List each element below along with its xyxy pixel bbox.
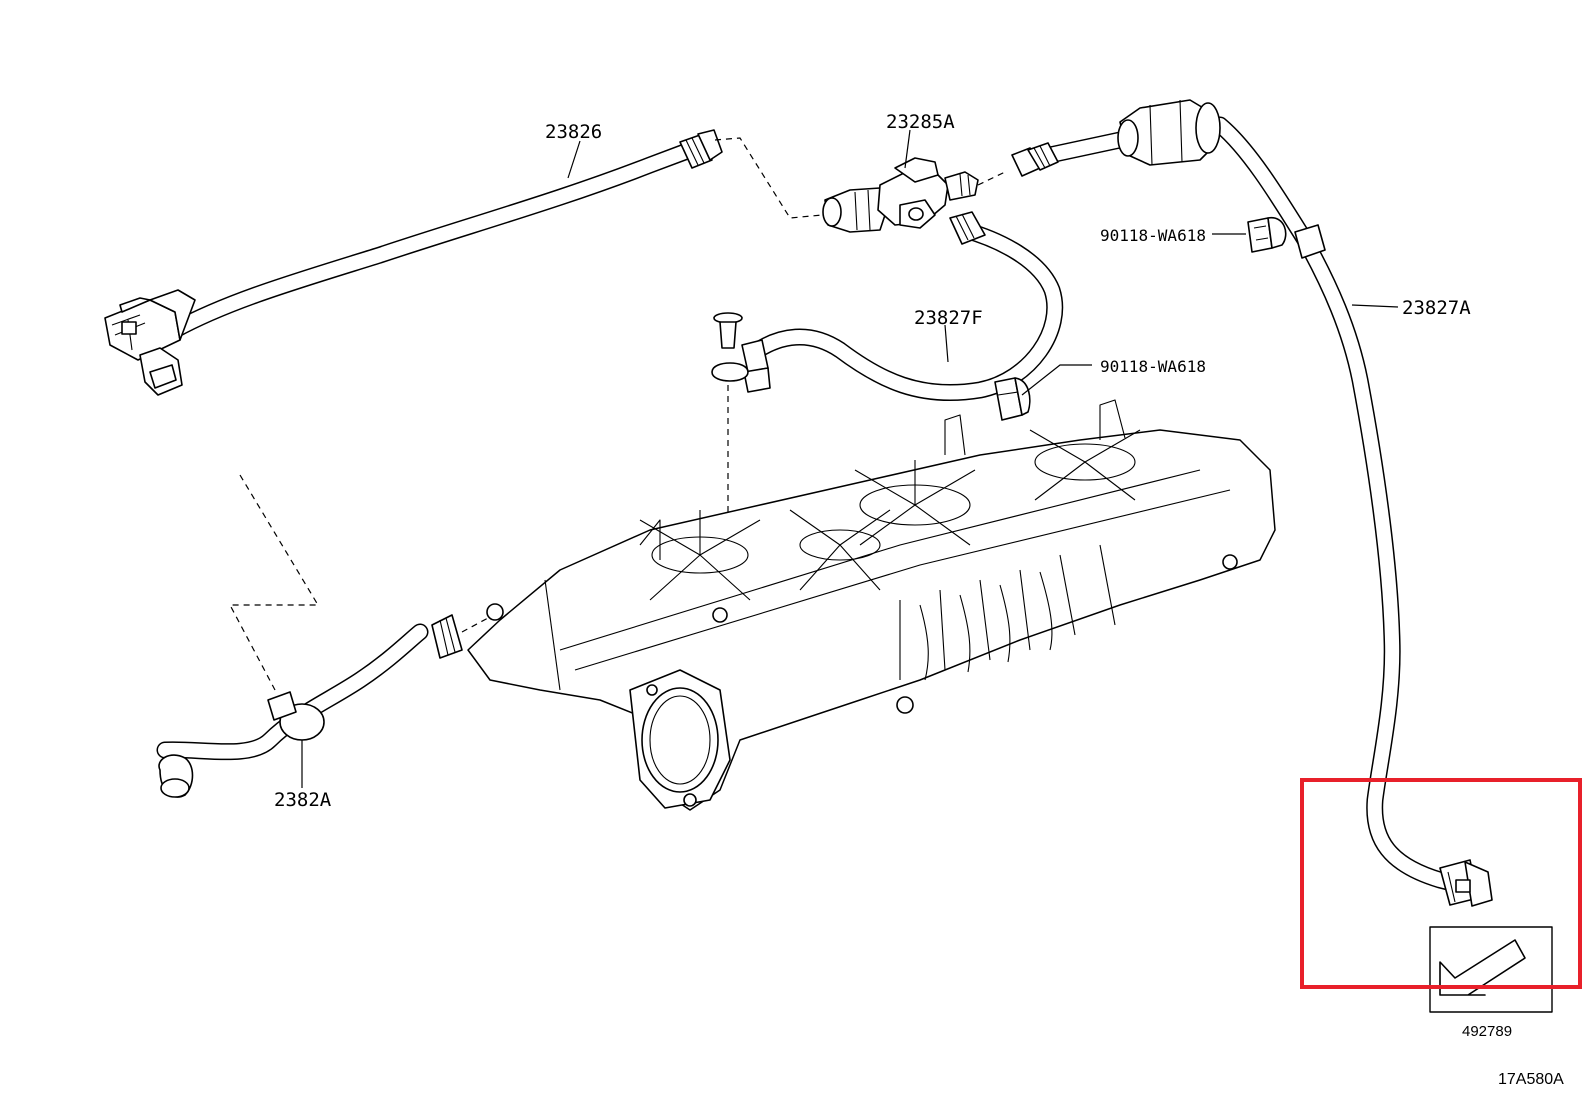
hose-2382A-fitting-right [431,614,463,659]
dashed-link-23826-valve [714,137,823,219]
throttle-body-flange [629,669,731,809]
leader-23827F [944,324,949,363]
manifold-boss-4 [712,607,728,623]
label-valve-23285A: 23285A [886,111,955,133]
ref-number: 492789 [1462,1023,1512,1040]
manifold-boss-3 [486,603,504,621]
leader-clip-lower [1021,364,1092,396]
clip-lower [994,377,1031,421]
clip-upper [1247,217,1287,253]
manifold-runner-hub-2 [789,509,891,591]
hose-23827F-fitting-top [949,211,986,245]
dashed-link-2382A-manifold [461,617,489,633]
manifold-boss-1 [896,696,914,714]
hose-23827A-fitting-upper [1011,142,1059,177]
hose-23827A-fitting-lower [1439,859,1493,907]
hose-23827F-fitting-bottom [741,339,771,393]
manifold-boss-2 [1222,554,1238,570]
document-code: 17A580A [1498,1071,1564,1088]
label-clip-lower: 90118-WA618 [1100,357,1206,376]
label-hose-23827F: 23827F [914,307,983,329]
manifold-runner-hub-1 [639,510,761,601]
push-rivet [711,312,749,382]
hose-2382A [156,614,463,798]
label-hose-23826: 23826 [545,121,602,143]
hose-2382A-joint [267,691,325,741]
label-hose-2382A: 2382A [274,789,332,811]
leader-23827A [1351,304,1399,308]
hose-23826-fitting-right [679,129,723,169]
front-arrow-icon [1439,939,1526,996]
dashed-link-upper-lower [229,474,320,691]
hose-23826-connector-left [104,289,196,396]
hose-23827F [741,211,1064,402]
dashed-link-valve-filter [977,171,1006,186]
label-hose-23827A: 23827A [1402,297,1471,319]
leader-23285A [904,129,911,169]
vacuum-switching-valve-23285A [822,157,979,233]
label-clip-upper: 90118-WA618 [1100,226,1206,245]
hose-2382A-elbow-left [158,754,194,798]
hose-23827A-sleeve [1294,224,1326,259]
filter-canister [1117,99,1221,166]
hose-23827A [1011,99,1493,907]
front-direction-box: 492789 [1429,926,1553,1040]
intake-manifold [467,399,1276,811]
hose-23826 [104,129,723,396]
leader-23826 [567,140,581,179]
manifold-runner-hub-4 [1029,429,1141,501]
highlight-box [1300,778,1582,989]
manifold-runner-hub-3 [854,460,976,546]
